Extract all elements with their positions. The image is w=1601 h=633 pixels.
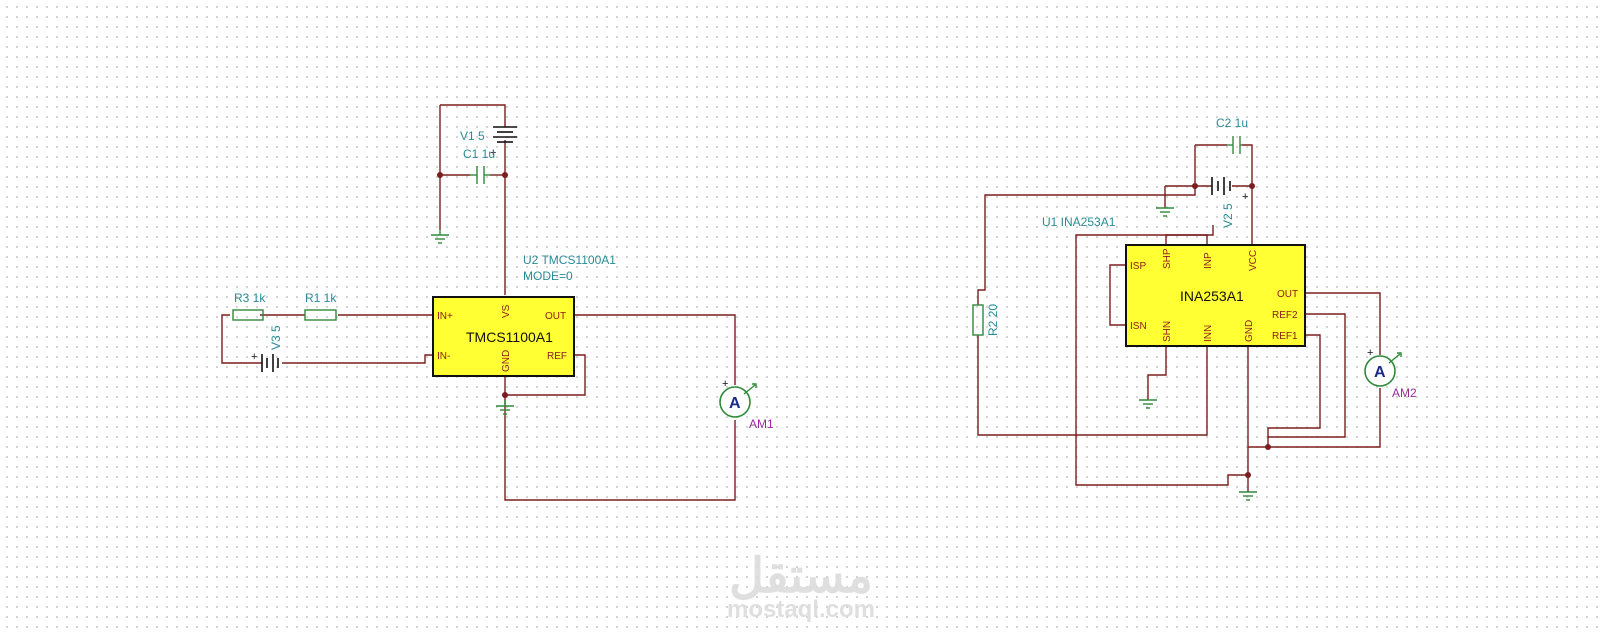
junction-dot [502, 172, 508, 178]
pin-ref1: REF1 [1272, 331, 1298, 342]
ic-name: TMCS1100A1 [466, 329, 553, 345]
r2-label: R2 20 [986, 304, 1000, 336]
right-wires [977, 144, 1381, 492]
capacitor-c2[interactable] [1227, 136, 1242, 154]
junction-dot [1192, 183, 1198, 189]
pin-isp: ISP [1130, 261, 1146, 272]
v3-label: V3 5 [269, 325, 283, 350]
u2-mode-label: MODE=0 [523, 269, 573, 283]
r1-label: R1 1k [305, 291, 337, 305]
pin-ref2: REF2 [1272, 310, 1298, 321]
u2-ref-label: U2 TMCS1100A1 [523, 253, 616, 267]
plus-sign: + [251, 351, 257, 363]
pin-isn: ISN [1130, 321, 1147, 332]
battery-v2[interactable]: + [1211, 177, 1248, 203]
pin-inn: INN [1203, 325, 1214, 342]
v2-label: V2 5 [1221, 203, 1235, 228]
pin-out: OUT [1277, 289, 1298, 300]
junction-dot [1245, 472, 1251, 478]
capacitor-c1[interactable] [470, 166, 490, 184]
c1-label: C1 1u [463, 147, 495, 161]
plus-sign: + [1242, 191, 1248, 203]
watermark-arabic: مستقل [729, 550, 873, 603]
resistor-r2[interactable] [972, 304, 984, 336]
ic-ina253a1[interactable]: ISP ISN OUT REF2 REF1 SHP INP VCC SHN IN… [1125, 244, 1306, 347]
ammeter-am2[interactable]: A + [1364, 347, 1402, 387]
right-circuit: C2 1u + V2 5 U1 INA253A1 R2 20 ISP ISN O… [972, 116, 1417, 501]
pin-in-plus: IN+ [437, 311, 453, 322]
ground-icon [1156, 207, 1174, 217]
junction-dot [437, 172, 443, 178]
battery-v3[interactable]: + [251, 351, 279, 372]
watermark: مستقل mostaql.com [727, 550, 875, 623]
plus-sign: + [722, 378, 728, 390]
pin-shp: SHP [1162, 248, 1173, 269]
pin-vs: VS [501, 304, 512, 318]
battery-v1[interactable]: + [490, 126, 517, 159]
c2-label: C2 1u [1216, 116, 1248, 130]
junction-dot [502, 392, 508, 398]
pin-in-minus: IN- [437, 351, 450, 362]
plus-sign: + [490, 147, 496, 159]
ground-icon [431, 230, 449, 244]
pin-out: OUT [545, 311, 566, 322]
pin-vcc: VCC [1248, 250, 1259, 271]
ammeter-symbol: A [1374, 364, 1386, 381]
pin-inp: INP [1203, 252, 1214, 269]
am1-label: AM1 [749, 417, 774, 431]
resistor-r1[interactable] [304, 309, 337, 321]
pin-shn: SHN [1162, 321, 1173, 342]
watermark-latin: mostaql.com [727, 596, 875, 623]
resistor-r3[interactable] [232, 309, 264, 321]
pin-gnd: GND [1244, 320, 1255, 342]
u1-ref-label: U1 INA253A1 [1042, 215, 1116, 229]
left-wires [221, 104, 736, 501]
ammeter-am1[interactable]: A + [719, 378, 757, 418]
r3-label: R3 1k [234, 291, 266, 305]
ic-tmcs1100a1[interactable]: IN+ IN- OUT REF VS GND TMCS1100A1 [432, 296, 575, 377]
v1-label: V1 5 [460, 129, 485, 143]
junction-dot [1249, 183, 1255, 189]
pin-ref: REF [547, 351, 567, 362]
ground-icon [1139, 399, 1157, 409]
ground-icon [1239, 491, 1257, 501]
left-circuit: + V1 5 C1 1u R3 1k R1 1k [221, 104, 774, 501]
am2-label: AM2 [1392, 386, 1417, 400]
pin-gnd: GND [501, 350, 512, 372]
ammeter-symbol: A [729, 395, 741, 412]
ic-name: INA253A1 [1180, 288, 1244, 304]
ground-icon [496, 400, 514, 415]
junction-dot [1265, 444, 1271, 450]
plus-sign: + [1367, 347, 1373, 359]
